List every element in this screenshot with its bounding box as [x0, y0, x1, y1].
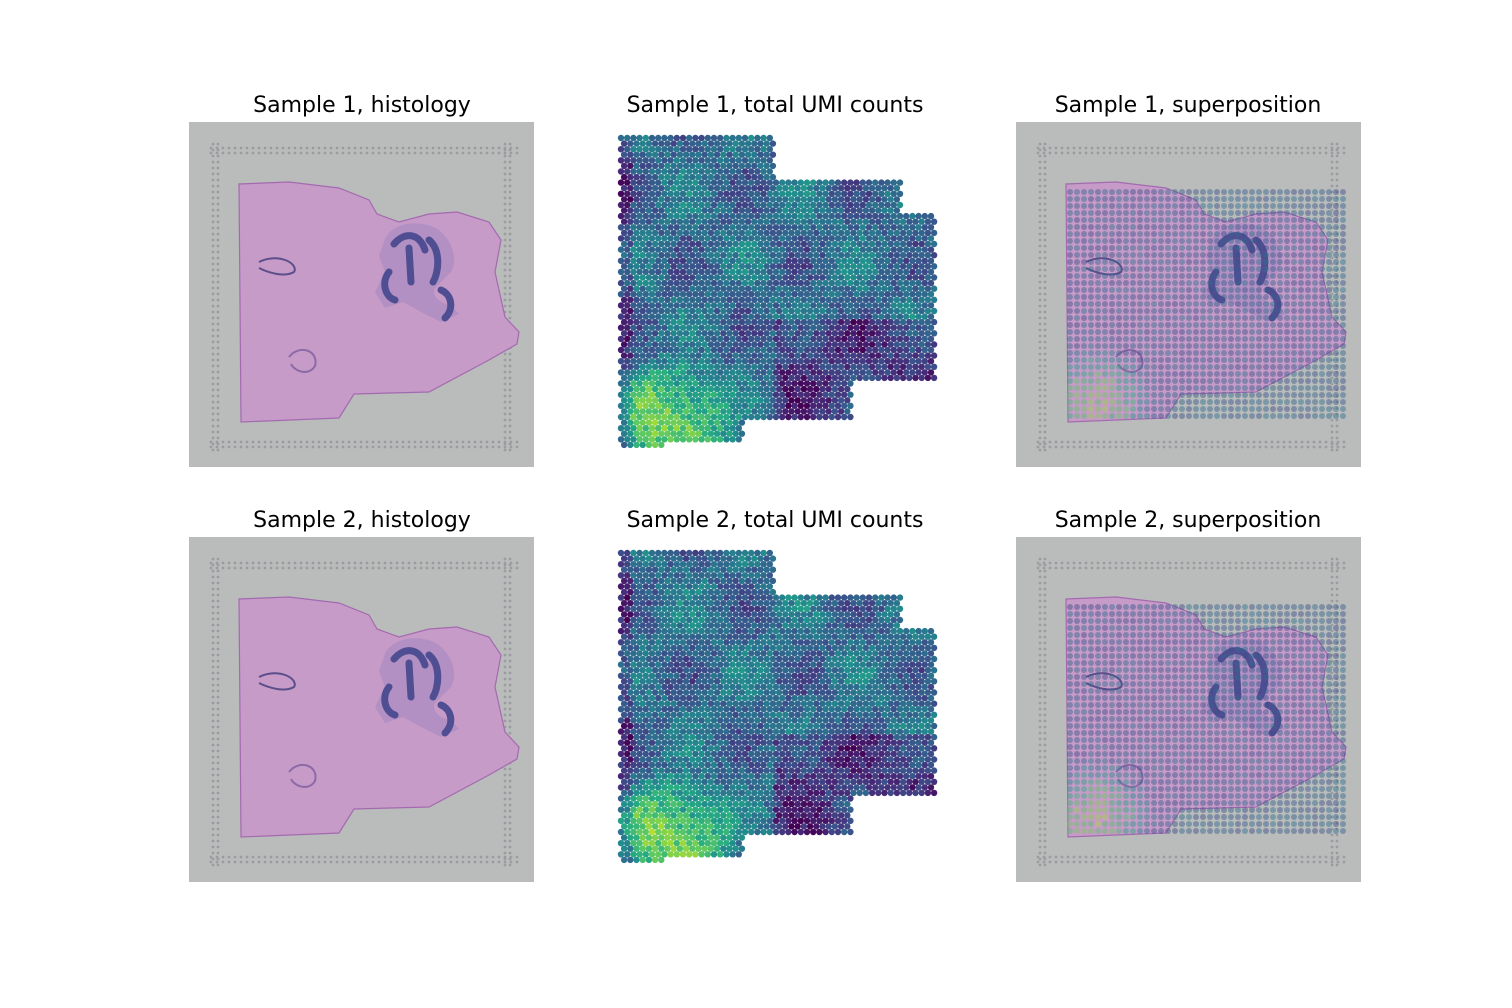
tissue-section [1065, 596, 1347, 838]
hippocampus [258, 672, 296, 691]
panel-title: Sample 1, superposition [1054, 93, 1322, 118]
tissue-section [238, 596, 520, 838]
umi-spots [617, 134, 938, 449]
histology-svg [209, 557, 520, 867]
superposition-image [1016, 122, 1361, 467]
hippocampus [1085, 672, 1123, 691]
panel-title: Sample 2, total UMI counts [626, 508, 924, 533]
hippocampal-curve [1115, 763, 1144, 788]
cerebellum-folia [381, 647, 455, 737]
panel-title: Sample 1, total UMI counts [626, 93, 924, 118]
hippocampus [1085, 257, 1123, 276]
histology-image [189, 122, 534, 467]
umi-svg [617, 549, 938, 864]
hippocampus [258, 257, 296, 276]
umi-spot-map [603, 537, 948, 882]
superposition-image [1016, 537, 1361, 882]
superposition-svg [1036, 557, 1347, 867]
umi-svg [617, 134, 938, 449]
tissue-section [238, 181, 520, 423]
fiducial-frame [1036, 142, 1346, 452]
fiducial-frame [1036, 557, 1346, 867]
hippocampal-curve [288, 763, 317, 788]
umi-overlay [1067, 604, 1346, 834]
histology-svg [209, 142, 520, 452]
umi-spot-map [603, 122, 948, 467]
umi-overlay [1067, 189, 1346, 419]
tissue-section [1065, 181, 1347, 423]
histology-image [189, 537, 534, 882]
cerebellum-folia [381, 232, 455, 322]
hippocampal-curve [1115, 348, 1144, 373]
hippocampal-curve [288, 348, 317, 373]
panel-title: Sample 2, histology [253, 508, 471, 533]
cerebellum-folia [1208, 647, 1282, 737]
umi-spots [617, 549, 938, 864]
panel-title: Sample 2, superposition [1054, 508, 1322, 533]
superposition-svg [1036, 142, 1347, 452]
cerebellum-folia [1208, 232, 1282, 322]
panel-title: Sample 1, histology [253, 93, 471, 118]
